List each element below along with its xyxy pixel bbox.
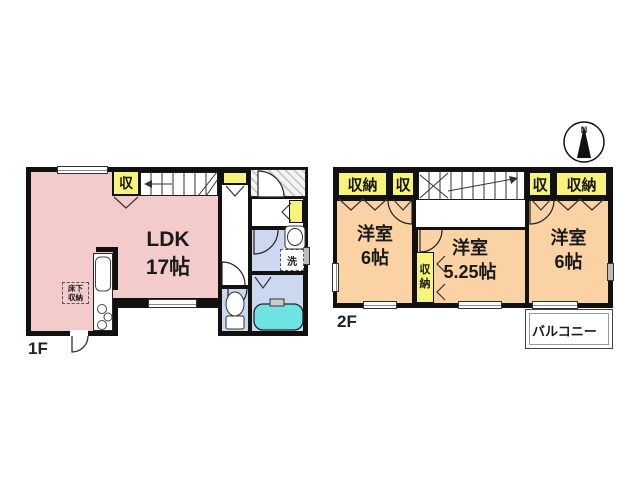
closet-middle-label: 収納 — [419, 264, 431, 290]
bedroom-middle-size: 5.25帖 — [443, 262, 497, 283]
closet-right-label: 収 — [532, 176, 548, 194]
closet-far-left-label: 収納 — [347, 176, 378, 194]
bedroom-left-label: 洋室 6帖 — [339, 222, 411, 271]
back-door-arc — [71, 335, 89, 353]
bathroom — [252, 275, 303, 331]
hallway-closet — [222, 171, 248, 185]
toilet-room — [222, 289, 248, 331]
floor1-label: 1F — [28, 339, 48, 358]
stairs-area-1f — [140, 172, 218, 196]
kitchen-wall-v — [113, 247, 118, 290]
closet-far-right-label: 収納 — [566, 176, 597, 194]
bedroom-right-label: 洋室 6帖 — [531, 226, 606, 275]
closet-far-left: 収納 — [337, 171, 388, 197]
laundry-label: 洗 — [287, 256, 297, 268]
bedroom-middle-label: 洋室 5.25帖 — [418, 236, 522, 285]
window-top-1f — [57, 166, 108, 174]
underfloor-storage-label: 床下収納 — [68, 284, 83, 302]
window-right-2f — [607, 263, 614, 281]
window-left-2f — [332, 263, 339, 292]
closet-left: 収 — [391, 171, 415, 197]
kitchen-wall-h — [96, 247, 118, 252]
balcony-inner-line — [529, 313, 609, 345]
shoe-closet — [289, 200, 303, 223]
bedroom-right-size: 6帖 — [554, 252, 583, 273]
balcony-label: バルコニー — [532, 324, 597, 339]
bedroom-right-name: 洋室 — [550, 228, 587, 248]
laundry-box: 洗 — [280, 249, 304, 271]
ldk-label: LDK 17帖 — [98, 226, 238, 283]
compass-north-label: N — [580, 125, 588, 135]
closet-right: 収 — [528, 171, 552, 197]
ldk-closet-label: 収 — [119, 175, 133, 191]
closet-left-label: 収 — [395, 176, 411, 194]
balcony-door — [532, 301, 578, 309]
stairs-area-2f — [418, 171, 525, 200]
window-bottom-left-2f — [363, 301, 397, 309]
ldk-size: 17帖 — [145, 256, 191, 280]
ldk-closet: 収 — [112, 170, 140, 196]
window-bottom-mid-2f — [458, 301, 502, 309]
bedroom-middle-name: 洋室 — [452, 238, 488, 258]
window-bottom-ldk — [148, 299, 197, 308]
closet-far-right: 収納 — [555, 171, 608, 197]
balcony: バルコニー — [525, 309, 613, 349]
back-door-opening — [70, 330, 88, 336]
bedroom-left-name: 洋室 — [357, 224, 393, 244]
ldk-name: LDK — [146, 228, 190, 251]
bedroom-left-size: 6帖 — [360, 248, 389, 269]
stair-hall-2f — [416, 200, 525, 227]
floor2-label: 2F — [337, 312, 357, 331]
entrance-porch — [250, 169, 306, 197]
underfloor-storage-box: 床下収納 — [62, 282, 89, 304]
